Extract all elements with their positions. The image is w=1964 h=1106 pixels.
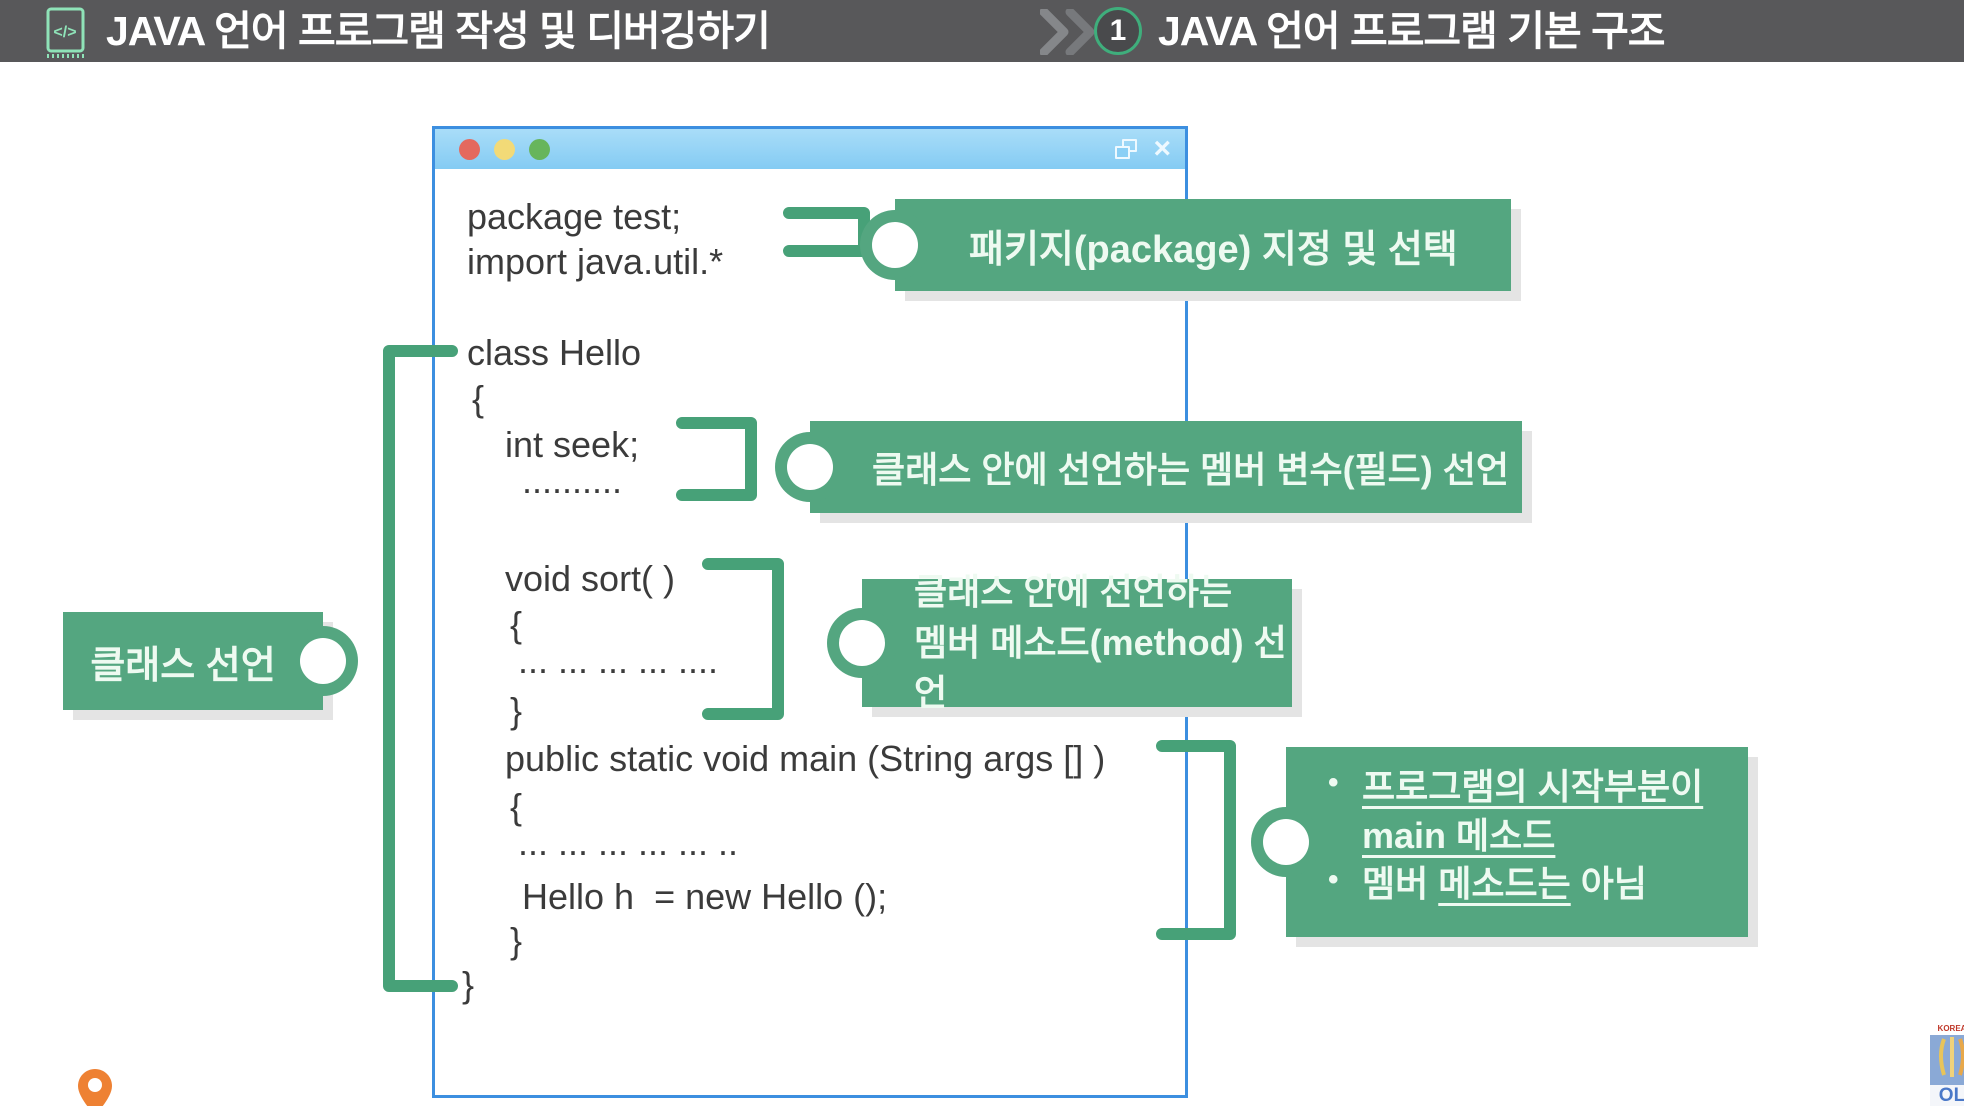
restore-window-icon[interactable] (1115, 139, 1138, 159)
callout-method-line2: 멤버 메소드(method) 선언 (914, 621, 1287, 714)
code-line: public static void main (String args [] … (505, 738, 1106, 779)
code-line: package test; (467, 196, 682, 237)
callout-class-text: 클래스 선언 (90, 644, 276, 687)
section-title: JAVA 언어 프로그램 기본 구조 (1158, 8, 1666, 54)
korea-logo: KOREA OL (1930, 1023, 1964, 1106)
bullet-icon: • (1328, 863, 1339, 897)
window-titlebar: × (435, 129, 1185, 169)
traffic-light-zoom[interactable] (529, 138, 550, 160)
callout-method-line1: 클래스 안에 선언하는 (914, 571, 1233, 613)
main-bullet-item: • 멤버 메소드는 아님 (1328, 860, 1738, 909)
connector-dot-icon (872, 222, 918, 268)
connector-dot-icon (787, 444, 833, 490)
code-document-icon: </> (46, 7, 85, 58)
window-controls: × (1115, 129, 1171, 169)
korea-logo-top-text: KOREA (1930, 1023, 1964, 1035)
callout-field-text: 클래스 안에 선언하는 멤버 변수(필드) 선언 (872, 449, 1510, 490)
code-line: Hello h = new Hello (); (522, 876, 888, 917)
callout-field: 클래스 안에 선언하는 멤버 변수(필드) 선언 (775, 421, 1522, 513)
code-line: { (510, 604, 523, 645)
location-pin-icon (78, 1069, 112, 1106)
korea-logo-emblem-icon (1939, 1037, 1964, 1077)
callout-main-method: • 프로그램의 시작부분이 main 메소드 • 멤버 메소드는 아님 (1251, 747, 1748, 937)
step-number-badge: 1 (1094, 7, 1142, 55)
callout-package-text: 패키지(package) 지정 및 선택 (969, 228, 1458, 271)
code-line: { (472, 378, 485, 419)
code-line: .......... (522, 460, 623, 501)
code-line: void sort( ) (505, 558, 676, 599)
callout-method: 클래스 안에 선언하는 멤버 메소드(method) 선언 (827, 571, 1292, 713)
korea-logo-badge: KOREA (1930, 1023, 1964, 1085)
code-line: import java.util.* (467, 241, 724, 282)
callout-class-declaration: 클래스 선언 (63, 612, 358, 710)
connector-dot-icon (839, 620, 885, 666)
step-number: 1 (1109, 14, 1127, 47)
code-line: ... ... ... ... ... .. (518, 822, 739, 863)
bullet-icon: • (1328, 766, 1339, 799)
traffic-light-minimize[interactable] (494, 138, 515, 160)
korea-logo-bottom-text: OL (1930, 1085, 1964, 1106)
close-window-icon[interactable]: × (1153, 132, 1171, 165)
code-line: } (510, 920, 523, 961)
code-line: class Hello (467, 332, 642, 373)
code-line: ... ... ... ... .... (518, 640, 719, 681)
connector-dot-icon (300, 638, 346, 684)
code-line: { (510, 786, 523, 827)
lesson-title: JAVA 언어 프로그램 작성 및 디버깅하기 (106, 8, 771, 54)
header-bar: </> JAVA 언어 프로그램 작성 및 디버깅하기 1 JAVA 언어 프로… (0, 0, 1964, 62)
code-line: } (510, 690, 523, 731)
callout-package: 패키지(package) 지정 및 선택 (860, 199, 1511, 291)
main-bullet-item: • 프로그램의 시작부분이 main 메소드 (1328, 763, 1738, 860)
chevron-separator-icon (1040, 9, 1095, 55)
code-line: int seek; (505, 424, 640, 465)
connector-dot-icon (1263, 819, 1309, 865)
code-line: } (462, 964, 475, 1005)
traffic-light-close[interactable] (459, 138, 480, 160)
svg-text:</>: </> (53, 24, 76, 41)
main-bullet-list: • 프로그램의 시작부분이 main 메소드 • 멤버 메소드는 아님 (1328, 763, 1738, 909)
